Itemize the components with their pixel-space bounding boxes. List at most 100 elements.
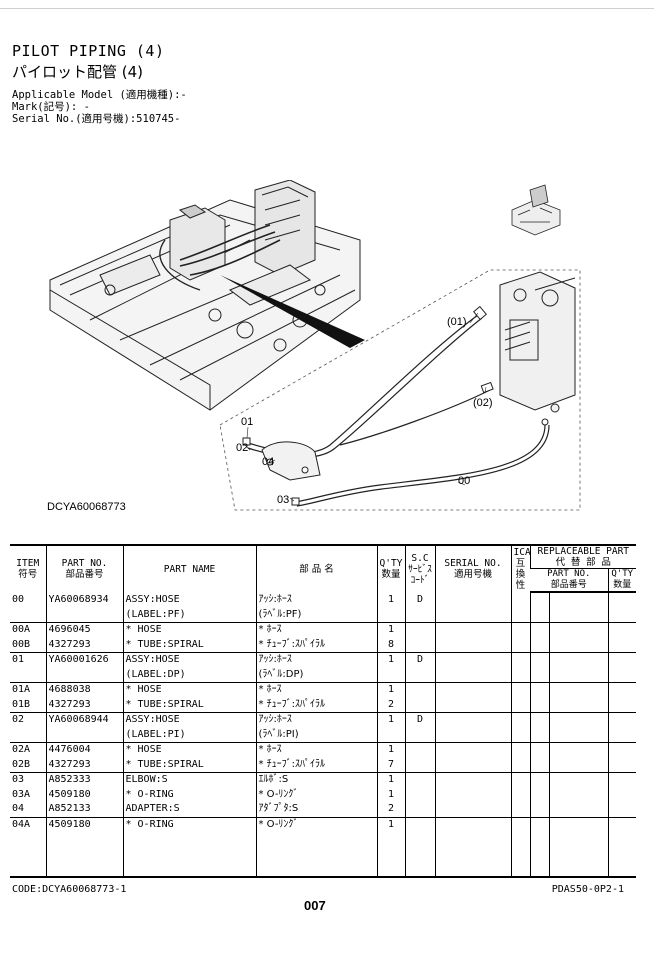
ica-cell xyxy=(529,592,549,608)
serial-cell xyxy=(434,742,511,758)
ica-cell xyxy=(529,787,549,802)
ica-cell xyxy=(510,772,530,788)
ica-cell xyxy=(510,802,530,817)
qty-cell: 1 xyxy=(376,652,405,668)
service-code-cell xyxy=(404,742,435,758)
serial-cell xyxy=(434,802,511,817)
part-no-cell xyxy=(45,607,123,623)
ica-cell xyxy=(510,667,530,683)
table-row: (LABEL:DP)(ﾗﾍﾞﾙ:DP) xyxy=(10,667,637,683)
callout-01: 01 xyxy=(241,416,253,428)
qty-cell: 1 xyxy=(376,772,405,788)
repl-qty-cell xyxy=(607,652,637,668)
repl-part-cell xyxy=(548,757,608,773)
repl-qty-cell xyxy=(607,742,637,758)
qty-cell: 8 xyxy=(376,637,405,653)
ica-cell xyxy=(529,607,549,623)
service-code-cell xyxy=(404,727,435,743)
ica-cell xyxy=(529,622,549,638)
ica-cell xyxy=(510,757,530,773)
ica-cell xyxy=(510,816,530,832)
service-code-cell xyxy=(404,787,435,802)
footer-ref: PDAS50-0P2-1 xyxy=(551,884,624,895)
repl-part-cell xyxy=(548,622,608,638)
service-code-cell: D xyxy=(404,592,435,608)
item-cell: 02 xyxy=(10,712,46,728)
name-jp-cell: ｱｯｼ:ﾎｰｽ xyxy=(255,592,377,608)
repl-part-cell xyxy=(548,652,608,668)
item-cell xyxy=(10,668,46,683)
part-no-cell xyxy=(45,727,123,743)
part-name-cell: * TUBE:SPIRAL xyxy=(122,637,256,653)
item-cell: 04 xyxy=(12,803,25,814)
repl-part-cell xyxy=(548,637,608,653)
serial-cell xyxy=(434,652,511,668)
repl-part-cell xyxy=(548,607,608,623)
orientation-icon xyxy=(511,184,561,236)
diagram-code: DCYA60068773 xyxy=(47,501,126,513)
part-name-cell: ASSY:HOSE xyxy=(122,652,256,668)
table-filler-row xyxy=(10,832,637,877)
serial-cell xyxy=(434,772,511,788)
serial-cell xyxy=(434,816,511,832)
repl-qty-cell xyxy=(607,682,637,698)
item-cell: 00B xyxy=(12,638,31,650)
name-jp-cell: * ﾎｰｽ xyxy=(255,622,377,638)
ica-cell xyxy=(529,712,549,728)
qty-cell: 2 xyxy=(376,802,405,817)
ica-cell xyxy=(529,816,549,832)
item-cell xyxy=(10,608,46,623)
qty-cell: 1 xyxy=(376,622,405,638)
part-name-cell: * TUBE:SPIRAL xyxy=(122,757,256,773)
serial-cell xyxy=(434,622,511,638)
name-jp-cell: (ﾗﾍﾞﾙ:PI) xyxy=(255,727,377,743)
repl-part-cell xyxy=(548,697,608,713)
ica-cell xyxy=(510,592,530,608)
serial-cell xyxy=(434,727,511,743)
name-jp-cell: * ﾎｰｽ xyxy=(255,682,377,698)
ica-cell xyxy=(510,697,530,713)
part-name-cell: * HOSE xyxy=(122,742,256,758)
part-no-cell: YA60001626 xyxy=(45,652,123,668)
footer-code: CODE:DCYA60068773-1 xyxy=(12,884,127,895)
repl-qty-cell xyxy=(607,637,637,653)
service-code-cell xyxy=(404,682,435,698)
name-jp-cell: * O-ﾘﾝｸﾞ xyxy=(255,816,377,832)
mark-label: Mark(記号): - xyxy=(12,101,90,113)
item-cell: 02B xyxy=(12,758,31,770)
callout-02: 02 xyxy=(236,442,248,454)
header-serial: SERIAL NO.適用号機 xyxy=(434,545,511,592)
name-jp-cell: * ﾁｭｰﾌﾞ:ｽﾊﾟｲﾗﾙ xyxy=(255,697,377,713)
part-no-cell: 4327293 xyxy=(45,637,123,653)
ica-cell xyxy=(510,607,530,623)
ica-cell xyxy=(529,727,549,743)
item-cell: 02A xyxy=(10,742,46,758)
callout-03: 03 xyxy=(277,494,289,506)
item-cell: 01 xyxy=(10,652,46,668)
repl-qty-cell xyxy=(607,802,637,817)
header-part-name: PART NAME xyxy=(122,545,256,592)
qty-cell: 1 xyxy=(376,742,405,758)
part-name-cell: ELBOW:S xyxy=(122,772,256,788)
part-name-cell: ADAPTER:S xyxy=(122,802,256,817)
part-no-cell: 4509180 xyxy=(45,816,123,832)
service-code-cell xyxy=(404,757,435,773)
service-code-cell xyxy=(404,667,435,683)
serial-cell xyxy=(434,787,511,802)
repl-part-cell xyxy=(548,667,608,683)
repl-part-cell xyxy=(548,727,608,743)
repl-part-cell xyxy=(548,787,608,802)
serial-cell xyxy=(434,712,511,728)
part-no-cell: 4327293 xyxy=(45,697,123,713)
qty-cell: 2 xyxy=(376,697,405,713)
qty-cell: 1 xyxy=(376,682,405,698)
serial-cell xyxy=(434,607,511,623)
ica-cell xyxy=(529,757,549,773)
part-no-cell: A852333 xyxy=(45,772,123,788)
